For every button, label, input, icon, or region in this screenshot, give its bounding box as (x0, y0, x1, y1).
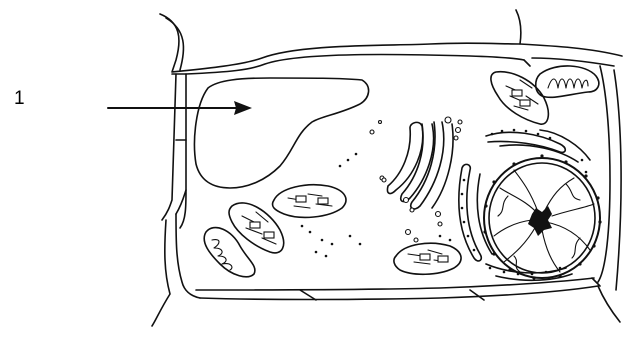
golgi-apparatus (380, 117, 462, 226)
vesicles (370, 121, 458, 243)
label-1: 1 (14, 88, 25, 110)
nucleolus (528, 206, 552, 236)
vacuole (195, 78, 369, 188)
nucleus (483, 154, 601, 279)
chloroplast (491, 72, 548, 124)
label-arrow (108, 101, 252, 115)
mitochondrion (536, 66, 599, 97)
mitochondrion (204, 228, 255, 277)
chloroplast (394, 243, 461, 274)
chloroplast (272, 185, 345, 218)
endoplasmic-reticulum (459, 129, 590, 281)
